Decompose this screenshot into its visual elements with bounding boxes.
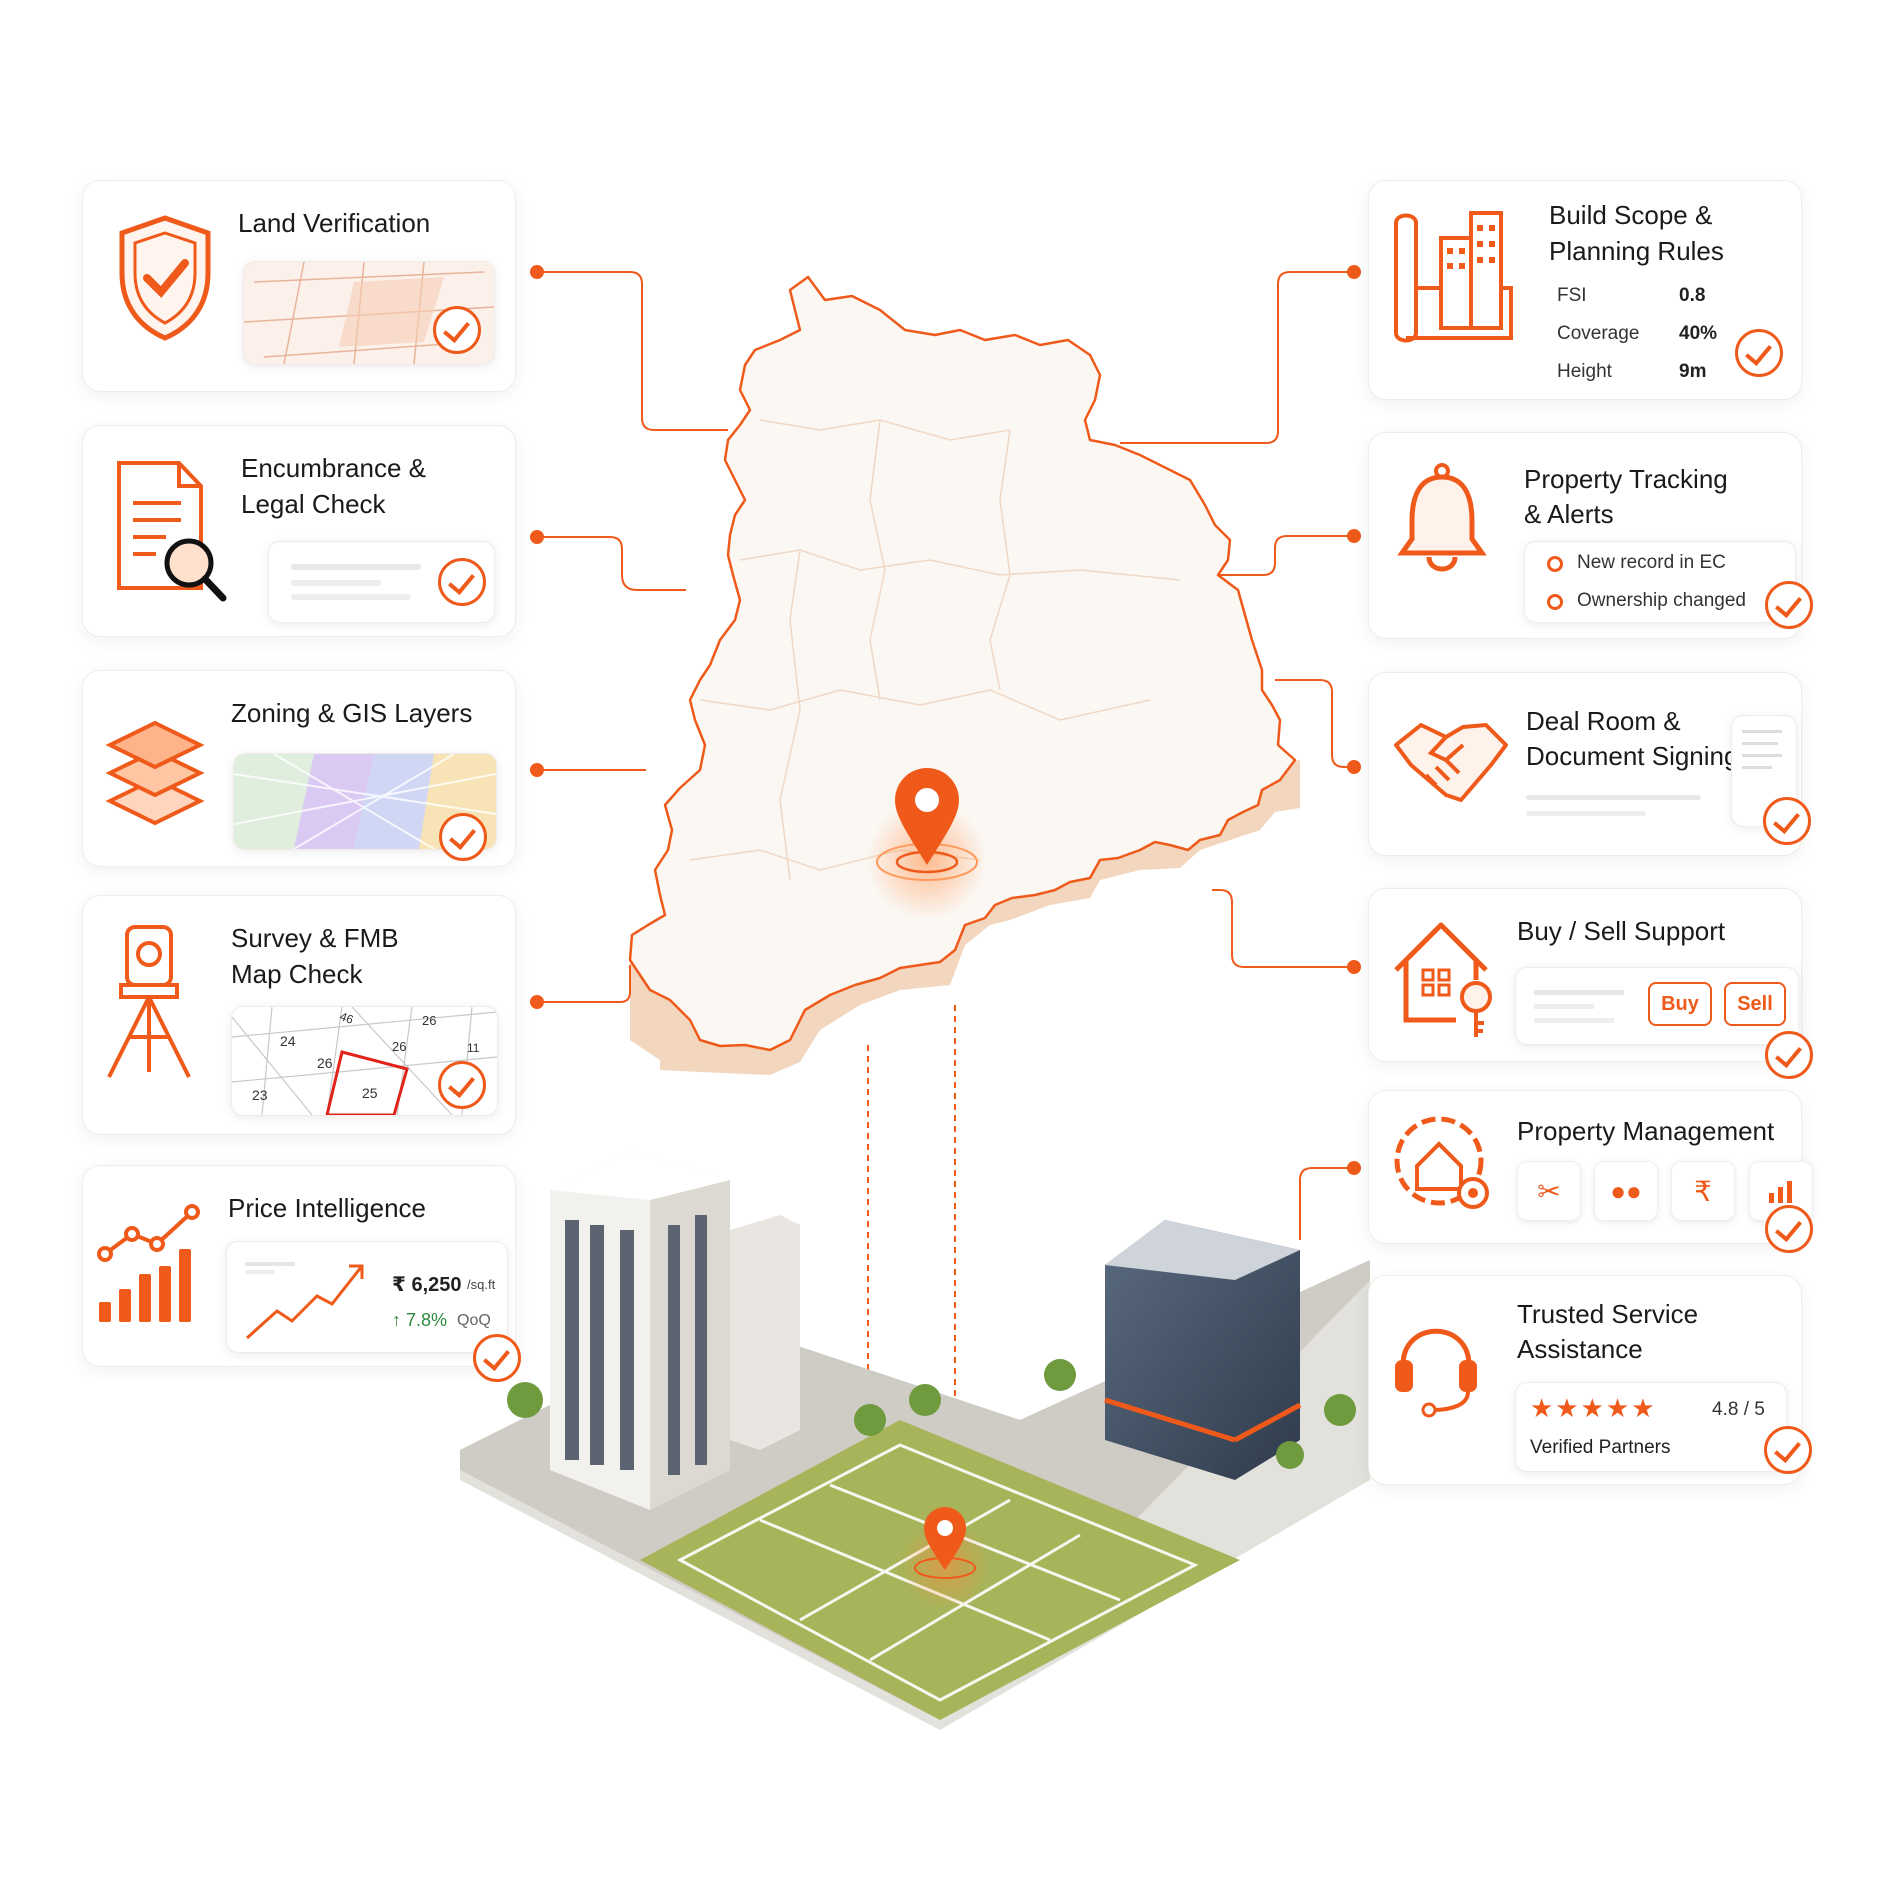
- alert-dot-icon: [1547, 594, 1563, 610]
- house-key-icon: [1394, 922, 1492, 1037]
- card-title: Buy / Sell Support: [1517, 916, 1726, 946]
- card-survey-fmb[interactable]: Survey & FMB Map Check 46 26 24 26 26 11…: [82, 895, 516, 1135]
- rule-value: 9m: [1679, 361, 1707, 382]
- alert-item: Ownership changed: [1577, 590, 1746, 611]
- map-extrusion: [660, 760, 1300, 1075]
- card-trusted-service[interactable]: Trusted Service Assistance ★★★★★ 4.8 / 5…: [1368, 1275, 1812, 1485]
- building-blueprint-icon: [1394, 211, 1513, 343]
- city-base: [460, 1260, 1370, 1730]
- state-map: [628, 275, 1297, 1052]
- district-lines: [689, 419, 1181, 881]
- map-pin-icon: [895, 768, 959, 865]
- sell-button[interactable]: Sell: [1724, 982, 1786, 1026]
- alert-item: New record in EC: [1577, 552, 1726, 573]
- card-title-line2: Assistance: [1517, 1334, 1643, 1364]
- verified-check-icon: [438, 558, 486, 606]
- card-title: Property Management: [1517, 1116, 1775, 1146]
- card-zoning-gis[interactable]: Zoning & GIS Layers: [82, 670, 516, 867]
- card-title-line2: & Alerts: [1524, 499, 1614, 529]
- plot-number: 24: [280, 1033, 296, 1049]
- alert-dot-icon: [1547, 556, 1563, 572]
- theodolite-icon: [107, 925, 191, 1078]
- card-property-tracking[interactable]: Property Tracking & Alerts New record in…: [1368, 432, 1813, 639]
- layers-icon: [105, 720, 205, 826]
- verified-check-icon: [1765, 581, 1813, 629]
- buy-sell-panel: Buy Sell: [1515, 967, 1799, 1045]
- rule-label: Height: [1557, 361, 1612, 382]
- plot-ground: [640, 1420, 1240, 1720]
- card-title-line2: Legal Check: [241, 489, 386, 519]
- plot-number: 25: [362, 1085, 378, 1101]
- rupee-icon[interactable]: ₹: [1671, 1161, 1735, 1221]
- office-tower: [1105, 1220, 1300, 1480]
- verified-check-icon: [1764, 1426, 1812, 1474]
- rule-label: FSI: [1557, 285, 1587, 306]
- rule-label: Coverage: [1557, 323, 1640, 344]
- card-title-line1: Property Tracking: [1524, 464, 1728, 494]
- tools-icon[interactable]: ✂: [1517, 1161, 1581, 1221]
- buy-button[interactable]: Buy: [1648, 982, 1712, 1026]
- price-value: ₹ 6,250: [392, 1274, 462, 1296]
- headset-icon: [1395, 1328, 1477, 1418]
- card-title-line2: Document Signing: [1526, 741, 1739, 771]
- price-unit: /sq.ft: [467, 1277, 496, 1292]
- rule-value: 0.8: [1679, 285, 1706, 306]
- verified-check-icon: [433, 306, 481, 354]
- verified-check-icon: [1765, 1031, 1813, 1079]
- card-buy-sell[interactable]: Buy / Sell Support Buy Sell: [1368, 888, 1813, 1079]
- card-title-line1: Trusted Service: [1517, 1299, 1699, 1329]
- house-gear-icon: [1394, 1116, 1489, 1209]
- fmb-map-thumbnail: 46 26 24 26 26 11 23 25: [231, 1006, 498, 1116]
- verified-check-icon: [439, 813, 487, 861]
- bar-trend-icon: [97, 1204, 200, 1322]
- price-widget: ₹ 6,250 /sq.ft ↑ 7.8% QoQ: [226, 1241, 508, 1353]
- verified-check-icon: [1735, 329, 1783, 377]
- verified-check-icon: [473, 1334, 521, 1382]
- card-title-line1: Encumbrance &: [241, 453, 426, 483]
- card-title-line1: Deal Room &: [1526, 706, 1681, 736]
- rule-value: 40%: [1679, 323, 1718, 344]
- card-title-line2: Map Check: [231, 959, 363, 989]
- card-build-scope[interactable]: Build Scope & Planning Rules FSI 0.8 Cov…: [1368, 180, 1802, 400]
- plot-pin-icon: [924, 1507, 966, 1570]
- handshake-icon: [1394, 723, 1508, 802]
- card-title-line1: Survey & FMB: [231, 923, 399, 953]
- people-icon[interactable]: ●●: [1594, 1161, 1658, 1221]
- card-title: Land Verification: [238, 208, 431, 238]
- verified-check-icon: [1765, 1205, 1813, 1253]
- verified-check-icon: [438, 1061, 486, 1109]
- plot-number: 26: [422, 1013, 437, 1028]
- rating-panel: ★★★★★ 4.8 / 5 Verified Partners: [1515, 1382, 1787, 1472]
- card-title-line1: Build Scope &: [1549, 200, 1713, 230]
- alerts-list: New record in EC Ownership changed: [1524, 541, 1796, 623]
- price-change: ↑ 7.8%: [392, 1310, 448, 1330]
- plot-number: 26: [317, 1055, 333, 1071]
- card-land-verification[interactable]: Land Verification: [82, 180, 516, 392]
- card-title: Price Intelligence: [228, 1193, 426, 1223]
- map-extrusion-left: [630, 910, 700, 1060]
- card-title-line2: Planning Rules: [1549, 236, 1724, 266]
- plot-number: 26: [392, 1039, 407, 1054]
- shield-check-icon: [119, 215, 211, 341]
- card-property-management[interactable]: Property Management ✂ ●● ₹: [1368, 1090, 1813, 1253]
- card-encumbrance-legal[interactable]: Encumbrance & Legal Check: [82, 425, 516, 637]
- rating-stars: ★★★★★: [1530, 1393, 1657, 1423]
- residential-tower: [550, 1150, 730, 1510]
- verified-check-icon: [1763, 797, 1811, 845]
- plot-number: 11: [467, 1041, 480, 1055]
- card-price-intelligence[interactable]: Price Intelligence ₹ 6,250 /sq.ft ↑ 7.8%…: [82, 1165, 521, 1382]
- bell-icon: [1397, 463, 1487, 572]
- document-search-icon: [117, 461, 227, 602]
- card-deal-room[interactable]: Deal Room & Document Signing: [1368, 672, 1811, 856]
- verified-partners-label: Verified Partners: [1530, 1437, 1671, 1458]
- card-title: Zoning & GIS Layers: [231, 698, 473, 728]
- rating-value: 4.8 / 5: [1712, 1399, 1765, 1420]
- price-change-period: QoQ: [457, 1312, 491, 1329]
- plot-number: 23: [252, 1087, 268, 1103]
